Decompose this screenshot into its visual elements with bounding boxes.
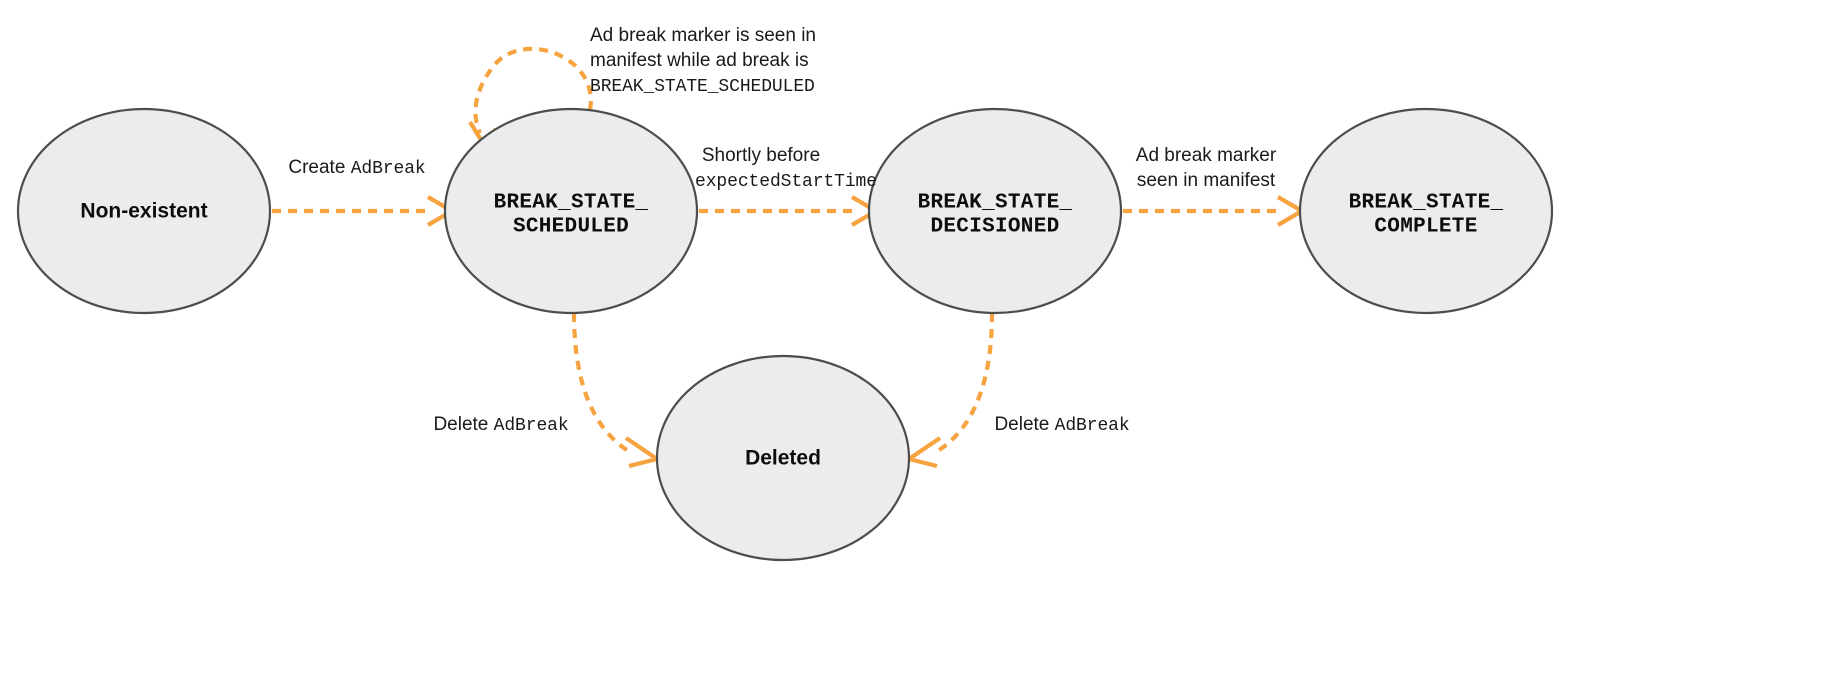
- edge-delete-left-arrowhead: [624, 436, 663, 469]
- node-non-existent[interactable]: Non-existent: [16, 107, 272, 315]
- node-break-state-scheduled-label-line2: SCHEDULED: [513, 216, 629, 239]
- node-break-state-scheduled[interactable]: BREAK_STATE_ SCHEDULED: [443, 107, 699, 315]
- edge-label-marker-seen-while-scheduled: Ad break marker is seen in manifest whil…: [590, 25, 816, 97]
- edge-label-decisioned-line1: Shortly before: [702, 145, 820, 166]
- node-break-state-complete-label-line1: BREAK_STATE_: [1349, 192, 1504, 215]
- node-break-state-scheduled-shape: [443, 107, 699, 315]
- edge-label-delete-adbreak-from-decisioned: Delete AdBreak: [994, 414, 1129, 436]
- edge-delete-right-arrowhead: [903, 436, 942, 469]
- edge-label-self-loop-line3: BREAK_STATE_SCHEDULED: [590, 77, 815, 97]
- edge-marker-seen-in-manifest[interactable]: [1123, 195, 1307, 227]
- edge-label-marker-seen-in-manifest: Ad break marker seen in manifest: [1136, 145, 1277, 191]
- edge-label-create-adbreak: Create AdBreak: [288, 157, 425, 179]
- edge-label-complete-line1: Ad break marker: [1136, 145, 1277, 166]
- node-break-state-complete-shape: [1298, 107, 1554, 315]
- edge-label-decisioned-line2: expectedStartTime: [695, 172, 877, 192]
- node-deleted-label: Deleted: [745, 447, 821, 470]
- edge-label-delete-adbreak-from-scheduled: Delete AdBreak: [433, 414, 568, 436]
- node-break-state-scheduled-label-line1: BREAK_STATE_: [494, 192, 649, 215]
- edge-label-self-loop-line1: Ad break marker is seen in: [590, 25, 816, 46]
- edge-self-loop-line: [473, 46, 593, 134]
- node-break-state-decisioned-label-line2: DECISIONED: [930, 216, 1059, 239]
- node-break-state-decisioned-label-line1: BREAK_STATE_: [918, 192, 1073, 215]
- edge-delete-left-line: [571, 312, 632, 454]
- edge-delete-adbreak-from-decisioned[interactable]: [903, 312, 995, 469]
- edge-delete-adbreak-from-scheduled[interactable]: [571, 312, 663, 469]
- edge-complete-arrowhead: [1276, 195, 1307, 227]
- edge-label-shortly-before-expected-start: Shortly before expectedStartTime: [695, 145, 877, 192]
- node-break-state-decisioned[interactable]: BREAK_STATE_ DECISIONED: [867, 107, 1123, 315]
- node-non-existent-label: Non-existent: [80, 200, 207, 223]
- node-non-existent-shape: [16, 107, 272, 315]
- edge-create-adbreak[interactable]: [272, 195, 457, 227]
- edge-shortly-before-expected-start[interactable]: [699, 195, 881, 227]
- node-deleted-shape: [655, 354, 911, 562]
- edge-label-complete-line2: seen in manifest: [1137, 170, 1276, 191]
- node-break-state-decisioned-shape: [867, 107, 1123, 315]
- edge-label-self-loop-line2: manifest while ad break is: [590, 50, 809, 71]
- node-break-state-complete[interactable]: BREAK_STATE_ COMPLETE: [1298, 107, 1554, 315]
- node-deleted[interactable]: Deleted: [655, 354, 911, 562]
- edge-delete-right-line: [934, 312, 995, 454]
- node-break-state-complete-label-line2: COMPLETE: [1374, 216, 1477, 239]
